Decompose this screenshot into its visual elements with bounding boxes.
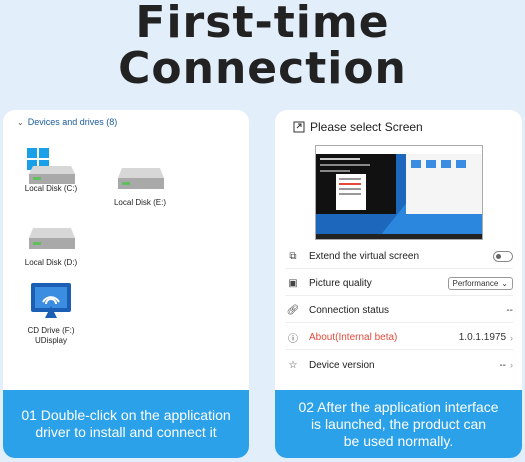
drive-label: CD Drive (F:) (27, 326, 75, 335)
info-icon: ⓘ (288, 334, 298, 345)
setting-label: About(Internal beta) (309, 332, 398, 343)
setting-label: Picture quality (309, 278, 372, 289)
desktop-thumbnail (316, 146, 482, 239)
step-1-banner: 01 Double-click on the application drive… (3, 390, 249, 458)
star-icon: ☆ (288, 359, 298, 371)
screen-preview[interactable] (315, 145, 483, 240)
drive-label: Local Disk (E:) (113, 198, 166, 207)
extend-screen-toggle[interactable] (493, 251, 513, 262)
screen-select-icon (293, 121, 305, 133)
drive-e[interactable]: Local Disk (E:) (95, 162, 185, 208)
setting-label: Extend the virtual screen (309, 251, 420, 262)
picture-quality-select[interactable]: Performance ⌄ (447, 277, 513, 290)
setting-label: Device version (309, 359, 375, 371)
setting-device-version[interactable]: ☆ Device version -- › (285, 353, 513, 377)
select-screen-header: Please select Screen (293, 120, 423, 134)
chevron-right-icon: › (510, 360, 513, 370)
screen-cast-icon (28, 280, 74, 324)
drive-f-udisplay[interactable]: CD Drive (F:) UDisplay (6, 280, 96, 346)
select-screen-title: Please select Screen (310, 120, 423, 134)
chevron-down-icon: ⌄ (17, 117, 24, 127)
headline: First-time Connection (118, 0, 407, 94)
connection-status-value: -- (506, 305, 513, 316)
drive-label: Local Disk (D:) (24, 258, 78, 267)
picture-icon: ▣ (288, 278, 298, 289)
drive-c[interactable]: Local Disk (C:) (6, 148, 96, 194)
step-1-line-2: driver to install and connect it (35, 424, 217, 440)
setting-label: Connection status (309, 305, 390, 316)
extend-screen-icon: ⧉ (289, 251, 297, 262)
step-2-banner: 02 After the application interface is la… (275, 390, 522, 458)
drive-sublabel: UDisplay (34, 336, 67, 345)
step-2-line-3: be used normally. (343, 432, 454, 449)
setting-picture-quality[interactable]: ▣ Picture quality Performance ⌄ (285, 272, 513, 296)
step-2-line-1: 02 After the application interface (298, 398, 499, 415)
setting-connection-status: 🔗︎ Connection status -- (285, 299, 513, 323)
drive-d[interactable]: Local Disk (D:) (6, 222, 96, 268)
devices-section-header[interactable]: ⌄ Devices and drives (8) (17, 117, 117, 127)
hard-drive-icon (25, 222, 77, 256)
devices-section-label: Devices and drives (8) (27, 117, 118, 127)
setting-about[interactable]: ⓘ About(Internal beta) 1.0.1.1975 › (285, 326, 513, 350)
step-2-line-2: is launched, the product can (310, 415, 487, 432)
step-1-line-1: 01 Double-click on the application (21, 407, 231, 423)
app-card: Please select Screen ⧉ Extend the virtua… (275, 110, 522, 458)
drive-label: Local Disk (C:) (24, 184, 78, 193)
chevron-down-icon: ⌄ (501, 279, 508, 288)
setting-extend-screen[interactable]: ⧉ Extend the virtual screen (285, 245, 513, 269)
link-icon: 🔗︎ (286, 305, 300, 316)
picture-quality-value: Performance (452, 279, 499, 288)
about-version-value: 1.0.1.1975 (458, 332, 506, 343)
hard-drive-icon (114, 162, 166, 196)
hard-drive-windows-icon (25, 148, 77, 184)
chevron-right-icon: › (510, 332, 513, 343)
explorer-card: ⌄ Devices and drives (8) Local Disk (C:) (3, 110, 249, 458)
device-version-value: -- (499, 359, 506, 371)
